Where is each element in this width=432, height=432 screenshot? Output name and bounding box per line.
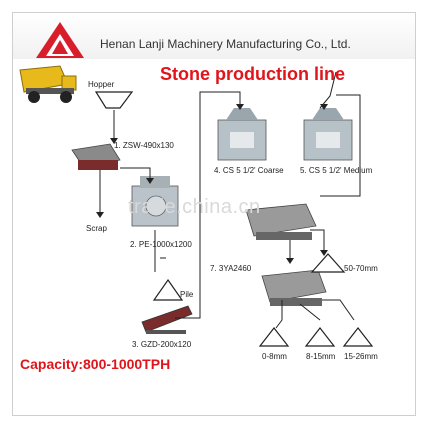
header-banner [13,13,415,59]
output-triangle-50-70-icon [310,253,346,273]
output-triangle-0-8-icon [258,327,290,347]
company-logo [36,22,84,58]
label-cone-coarse: 4. CS 5 1/2' Coarse [214,166,284,175]
label-jaw-crusher: 2. PE-1000x1200 [130,240,192,249]
label-cone-medium: 5. CS 5 1/2' Medium [300,166,373,175]
feeder-machine-icon [71,143,121,170]
label-output-50-70: 50-70mm [344,264,378,273]
company-name: Henan Lanji Machinery Manufacturing Co.,… [100,37,351,51]
vibrating-feeder-icon [141,305,193,334]
label-hopper: Hopper [88,80,115,89]
vibrating-screen-lower-icon [261,269,327,306]
label-output-8-15: 8-15mm [306,352,336,361]
output-triangle-8-15-icon [304,327,336,347]
flow-lines [99,71,361,329]
label-output-0-8: 0-8mm [262,352,287,361]
label-conveyor: 3. GZD-200x120 [132,340,192,349]
label-pile: Pile [180,290,194,299]
dump-truck-icon [19,65,77,103]
label-feeder: 1. ZSW-490x130 [114,141,174,150]
label-screen: 7. 3YA2460 [210,264,252,273]
diagram-frame [12,12,416,416]
output-triangle-15-26-icon [342,327,374,347]
watermark: trade.china.cn [128,196,261,218]
vibrating-screen-upper-icon [245,203,317,240]
cone-crusher-coarse-icon [217,108,267,161]
pile-triangle-icon [152,278,184,301]
page-title: Stone production line [160,64,345,84]
cone-crusher-medium-icon [303,108,353,161]
label-output-15-26: 15-26mm [344,352,378,361]
hopper-symbol [94,91,134,109]
label-scrap: Scrap [86,224,107,233]
flow-arrowheads [96,104,328,264]
capacity-label: Capacity:800-1000TPH [20,356,171,372]
